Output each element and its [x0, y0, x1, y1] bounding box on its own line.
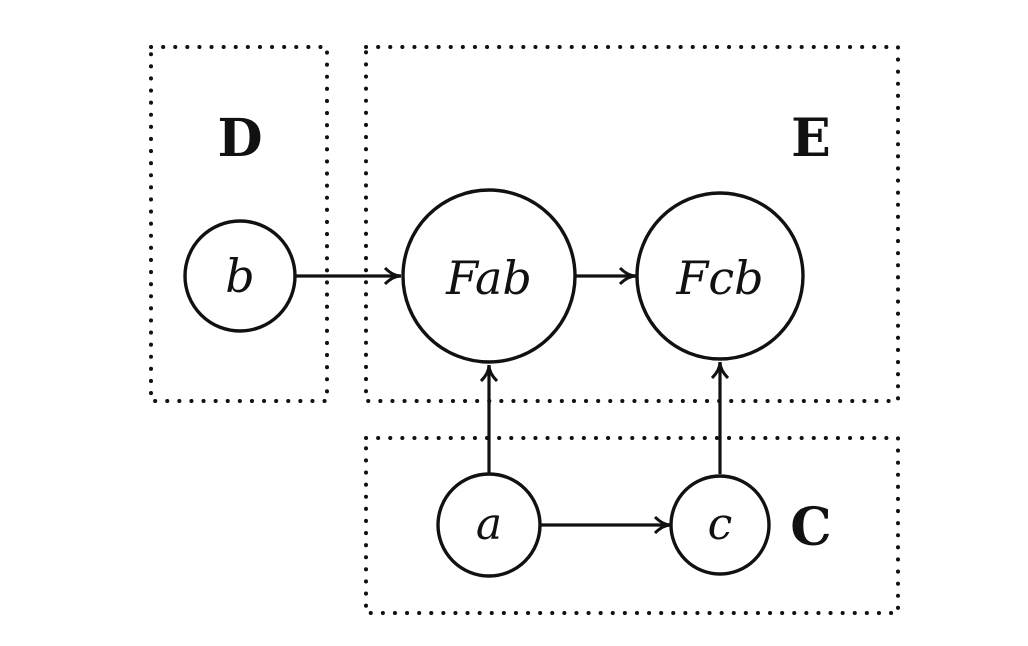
- node-a: a: [436, 472, 542, 578]
- node-b: b: [183, 219, 297, 333]
- region-box-c: [364, 436, 900, 615]
- node-b-circle: [183, 219, 297, 333]
- region-label-d: D: [217, 108, 262, 169]
- node-c-label: c: [708, 499, 733, 550]
- node-c: c: [669, 474, 771, 576]
- node-fab-circle: [401, 188, 577, 364]
- region-box-d: [149, 45, 329, 403]
- node-b-label: b: [225, 249, 254, 303]
- node-fcb-label: Fcb: [675, 251, 763, 305]
- region-label-e: E: [791, 108, 831, 169]
- node-a-label: a: [476, 499, 502, 550]
- region-label-c: C: [790, 497, 831, 558]
- region-box-e: [364, 45, 900, 403]
- node-c-circle: [669, 474, 771, 576]
- node-fcb: Fcb: [635, 191, 805, 361]
- node-fcb-circle: [635, 191, 805, 361]
- node-fab: Fab: [401, 188, 577, 364]
- node-a-circle: [436, 472, 542, 578]
- node-fab-label: Fab: [445, 251, 532, 305]
